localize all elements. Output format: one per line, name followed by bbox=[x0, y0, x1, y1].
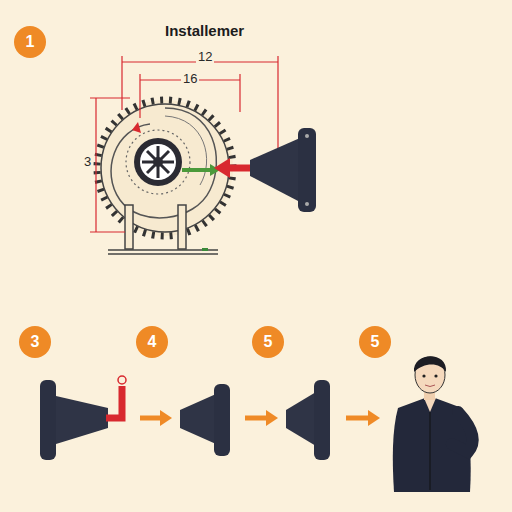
callout-number: 3 bbox=[31, 334, 40, 350]
dimension-label: 3 bbox=[82, 155, 93, 169]
turbine bbox=[97, 100, 233, 254]
dimension-lines bbox=[90, 56, 278, 232]
step-badge: 1 bbox=[14, 26, 46, 58]
step-badge: 5 bbox=[252, 326, 284, 358]
step-badge: 4 bbox=[136, 326, 168, 358]
flange-sequence bbox=[40, 376, 380, 460]
callout-number: 5 bbox=[371, 334, 380, 350]
dimension-label: 16 bbox=[181, 72, 199, 86]
title: Installemer bbox=[165, 22, 244, 39]
step-badge: 5 bbox=[359, 326, 391, 358]
dimension-label: 12 bbox=[196, 50, 214, 64]
person bbox=[393, 356, 473, 492]
callout-number: 4 bbox=[148, 334, 157, 350]
step-badge: 3 bbox=[19, 326, 51, 358]
flange bbox=[214, 128, 316, 212]
callout-number: 1 bbox=[26, 34, 35, 50]
callout-number: 5 bbox=[264, 334, 273, 350]
